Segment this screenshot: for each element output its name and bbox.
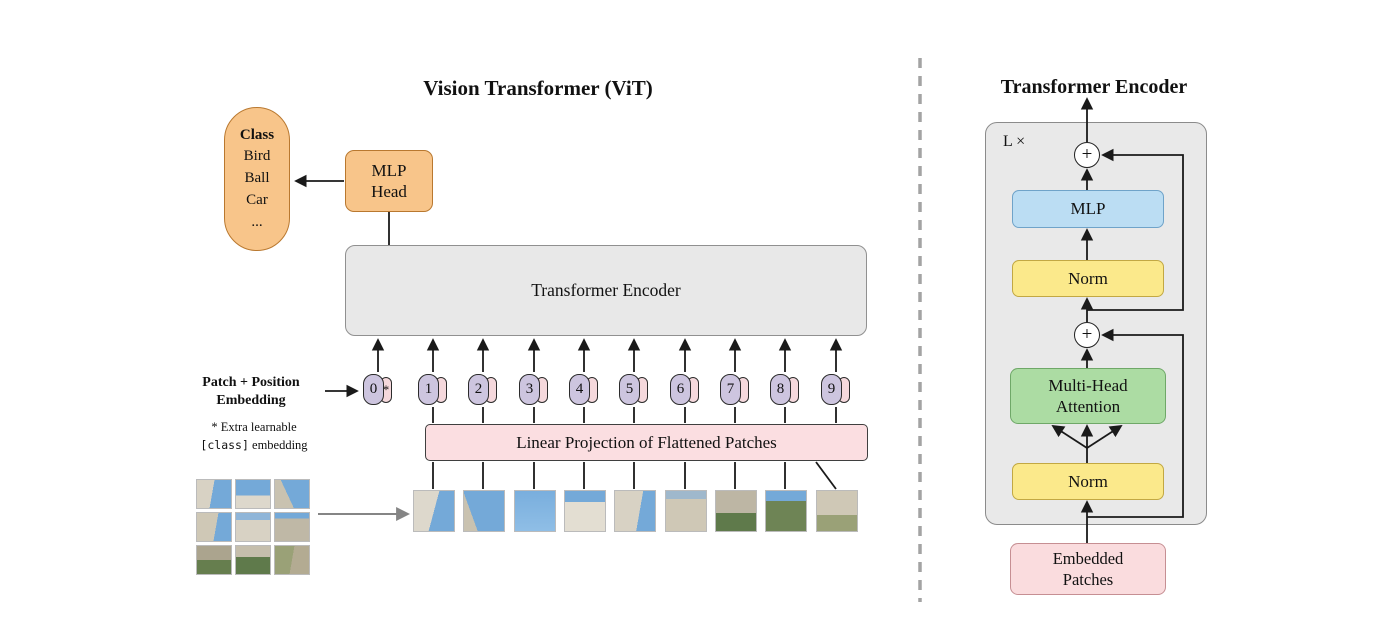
class-output-box: Class Bird Ball Car ... [224,107,290,251]
position-embedding-1: 1 [418,374,439,405]
transformer-encoder-label: Transformer Encoder [531,280,681,300]
patch-position-embedding-label: Patch + Position Embedding [202,375,300,408]
transformer-encoder-box: Transformer Encoder [345,245,867,336]
embedding-token-3: 3 [519,374,548,405]
grid-cell [196,479,232,509]
patch-image-2 [463,490,505,532]
grid-cell [235,479,271,509]
embedding-token-9: 9 [821,374,850,405]
embedded-line: Embedded [1052,548,1124,568]
patch-image-3 [514,490,556,532]
mha-line: Multi-Head [1048,375,1128,395]
multi-head-attention-box: Multi-Head Attention [1010,368,1166,424]
input-image-grid [196,479,310,575]
class-item: Bird [243,148,271,165]
position-embedding-9: 9 [821,374,842,405]
class-token-code: [class] [200,438,249,453]
patch-image-8 [765,490,807,532]
norm-box-top: Norm [1012,260,1164,297]
embedding-token-2: 2 [468,374,497,405]
class-item: Car [246,191,268,208]
norm-label: Norm [1068,471,1108,491]
residual-add-circle-bottom: + [1074,322,1100,348]
embedding-token-1: 1 [418,374,447,405]
norm-label: Norm [1068,268,1108,288]
mha-line: Attention [1055,397,1121,416]
position-embedding-3: 3 [519,374,540,405]
norm-box-bottom: Norm [1012,463,1164,500]
plus-icon: + [1081,324,1093,345]
note-line-1: * Extra learnable [211,420,297,434]
patch-image-4 [564,490,606,532]
patch-image-9 [816,490,858,532]
class-embedding-note: * Extra learnable [class] embedding [183,418,325,454]
residual-add-circle-top: + [1074,142,1100,168]
position-embedding-7: 7 [720,374,741,405]
grid-cell [274,512,310,542]
position-embedding-0: 0 [363,374,384,405]
grid-cell [235,512,271,542]
grid-cell [196,545,232,575]
position-embedding-5: 5 [619,374,640,405]
position-embedding-4: 4 [569,374,590,405]
embedding-token-0: 0 * [363,374,392,405]
mlp-head-line: MLP [371,160,407,180]
mlp-label: MLP [1070,199,1106,218]
embedding-token-8: 8 [770,374,799,405]
layer-repeat-label: L × [1003,133,1026,150]
embedded-patches-box: Embedded Patches [1010,543,1166,595]
grid-cell [235,545,271,575]
patch-image-5 [614,490,656,532]
embedding-token-4: 4 [569,374,598,405]
mlp-box: MLP [1012,190,1164,228]
grid-cell [274,545,310,575]
note-line-2: [class] embedding [200,438,308,453]
mlp-head-box: MLP Head [345,150,433,212]
grid-cell [196,512,232,542]
patch-image-6 [665,490,707,532]
embedded-line: Patches [1062,570,1114,589]
patch-image-7 [715,490,757,532]
position-embedding-8: 8 [770,374,791,405]
linear-projection-label: Linear Projection of Flattened Patches [516,432,777,452]
position-embedding-6: 6 [670,374,691,405]
class-heading: Class [239,126,275,143]
position-embedding-2: 2 [468,374,489,405]
stem-patch9 [815,461,837,490]
embedding-token-5: 5 [619,374,648,405]
patch-image-1 [413,490,455,532]
embedding-token-7: 7 [720,374,749,405]
encoder-detail-title: Transformer Encoder [1000,76,1188,98]
class-item: ... [251,213,263,230]
embedding-token-6: 6 [670,374,699,405]
vit-title: Vision Transformer (ViT) [423,76,653,100]
linear-projection-box: Linear Projection of Flattened Patches [425,424,868,461]
class-item: Ball [244,170,270,187]
grid-cell [274,479,310,509]
plus-icon: + [1081,144,1093,165]
mlp-head-line: Head [371,182,407,201]
